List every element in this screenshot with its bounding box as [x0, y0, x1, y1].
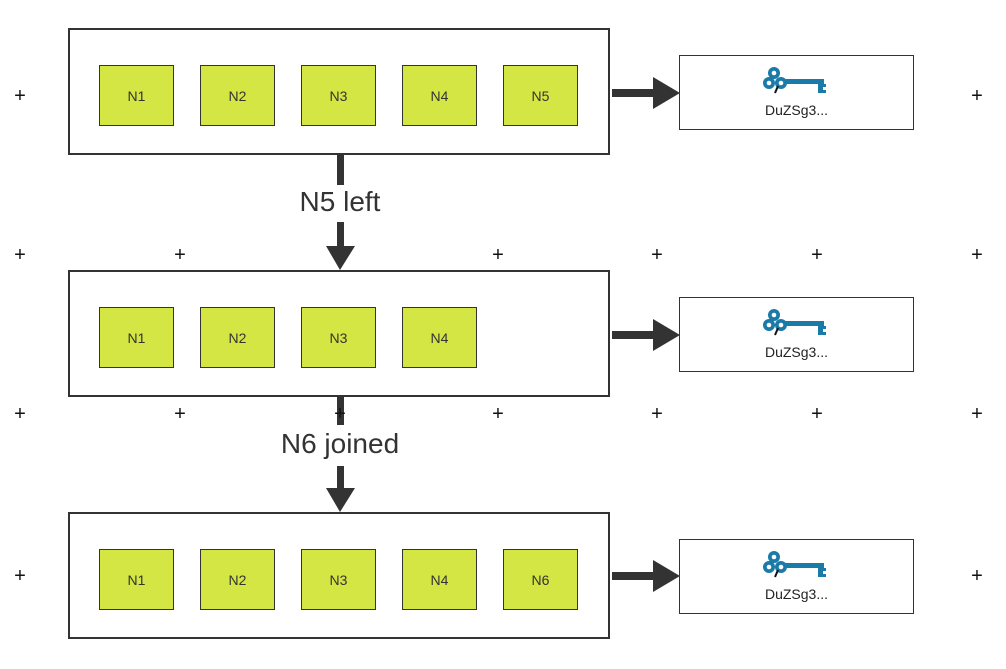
transition-label-1: N5 left — [282, 186, 398, 222]
plus-marker: + — [14, 85, 26, 107]
node[interactable]: N1 — [99, 307, 174, 368]
node[interactable]: N2 — [200, 65, 275, 126]
plus-marker: + — [492, 403, 504, 425]
key-arrow-1 — [612, 77, 680, 109]
plus-marker: + — [811, 244, 823, 266]
plus-marker: + — [971, 244, 983, 266]
node[interactable]: N6 — [503, 549, 578, 610]
key-icon — [762, 67, 826, 94]
transition-arrow-1 — [326, 155, 355, 270]
node[interactable]: N4 — [402, 65, 477, 126]
cluster-stage-2[interactable]: N1 N2 N3 N4 — [68, 270, 610, 397]
key-box-2[interactable]: DuZSg3... — [679, 297, 914, 372]
node[interactable]: N4 — [402, 307, 477, 368]
plus-marker: + — [14, 244, 26, 266]
node[interactable]: N2 — [200, 307, 275, 368]
plus-marker: + — [334, 403, 346, 425]
plus-marker: + — [971, 565, 983, 587]
key-icon — [762, 309, 826, 336]
plus-marker: + — [14, 565, 26, 587]
plus-marker: + — [174, 403, 186, 425]
node[interactable]: N1 — [99, 549, 174, 610]
node[interactable]: N3 — [301, 307, 376, 368]
transition-label-2: N6 joined — [265, 428, 415, 464]
plus-marker: + — [971, 85, 983, 107]
plus-marker: + — [651, 244, 663, 266]
node[interactable]: N3 — [301, 65, 376, 126]
plus-marker: + — [492, 244, 504, 266]
node[interactable]: N2 — [200, 549, 275, 610]
key-label: DuZSg3... — [764, 586, 829, 602]
node[interactable]: N5 — [503, 65, 578, 126]
node[interactable]: N3 — [301, 549, 376, 610]
key-arrow-2 — [612, 319, 680, 351]
key-box-3[interactable]: DuZSg3... — [679, 539, 914, 614]
key-label: DuZSg3... — [764, 102, 829, 118]
key-icon — [762, 551, 826, 578]
node[interactable]: N4 — [402, 549, 477, 610]
cluster-stage-1[interactable]: N1 N2 N3 N4 N5 — [68, 28, 610, 155]
key-arrow-3 — [612, 560, 680, 592]
plus-marker: + — [811, 403, 823, 425]
key-box-1[interactable]: DuZSg3... — [679, 55, 914, 130]
plus-marker: + — [651, 403, 663, 425]
plus-marker: + — [971, 403, 983, 425]
plus-marker: + — [14, 403, 26, 425]
node[interactable]: N1 — [99, 65, 174, 126]
plus-marker: + — [174, 244, 186, 266]
transition-arrow-2 — [326, 397, 355, 512]
key-label: DuZSg3... — [764, 344, 829, 360]
cluster-stage-3[interactable]: N1 N2 N3 N4 N6 — [68, 512, 610, 639]
